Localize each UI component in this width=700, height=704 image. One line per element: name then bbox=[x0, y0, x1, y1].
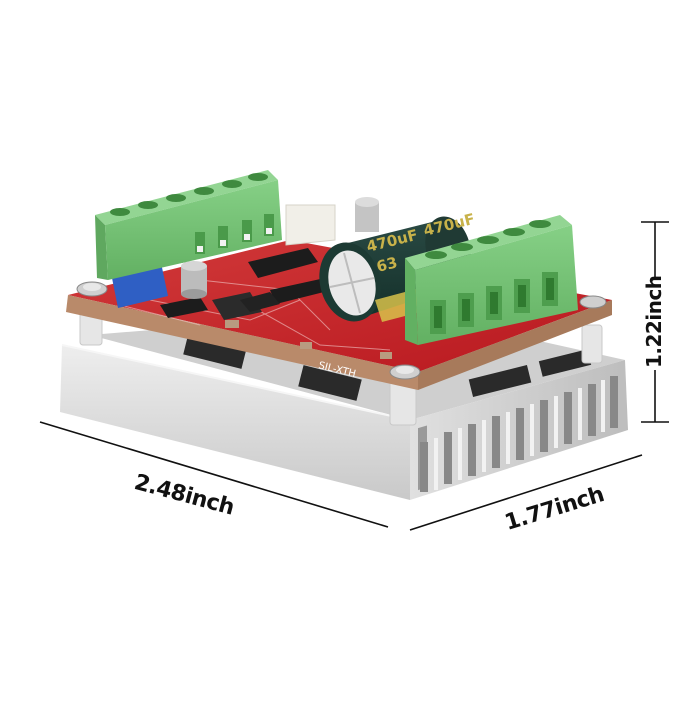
mosfets bbox=[183, 333, 592, 401]
screws bbox=[76, 281, 607, 380]
small-capacitor bbox=[181, 197, 379, 299]
length-dimension-line bbox=[39, 421, 389, 528]
dimension-lines bbox=[39, 221, 669, 531]
terminal-block-left bbox=[95, 170, 282, 280]
capacitor-label-voltage: 63 bbox=[375, 253, 400, 276]
height-dimension-label: 1.22inch bbox=[642, 275, 666, 368]
white-connector bbox=[285, 204, 336, 246]
terminal-block-right bbox=[405, 215, 578, 345]
ics bbox=[160, 248, 392, 359]
width-dimension-line bbox=[409, 454, 643, 531]
